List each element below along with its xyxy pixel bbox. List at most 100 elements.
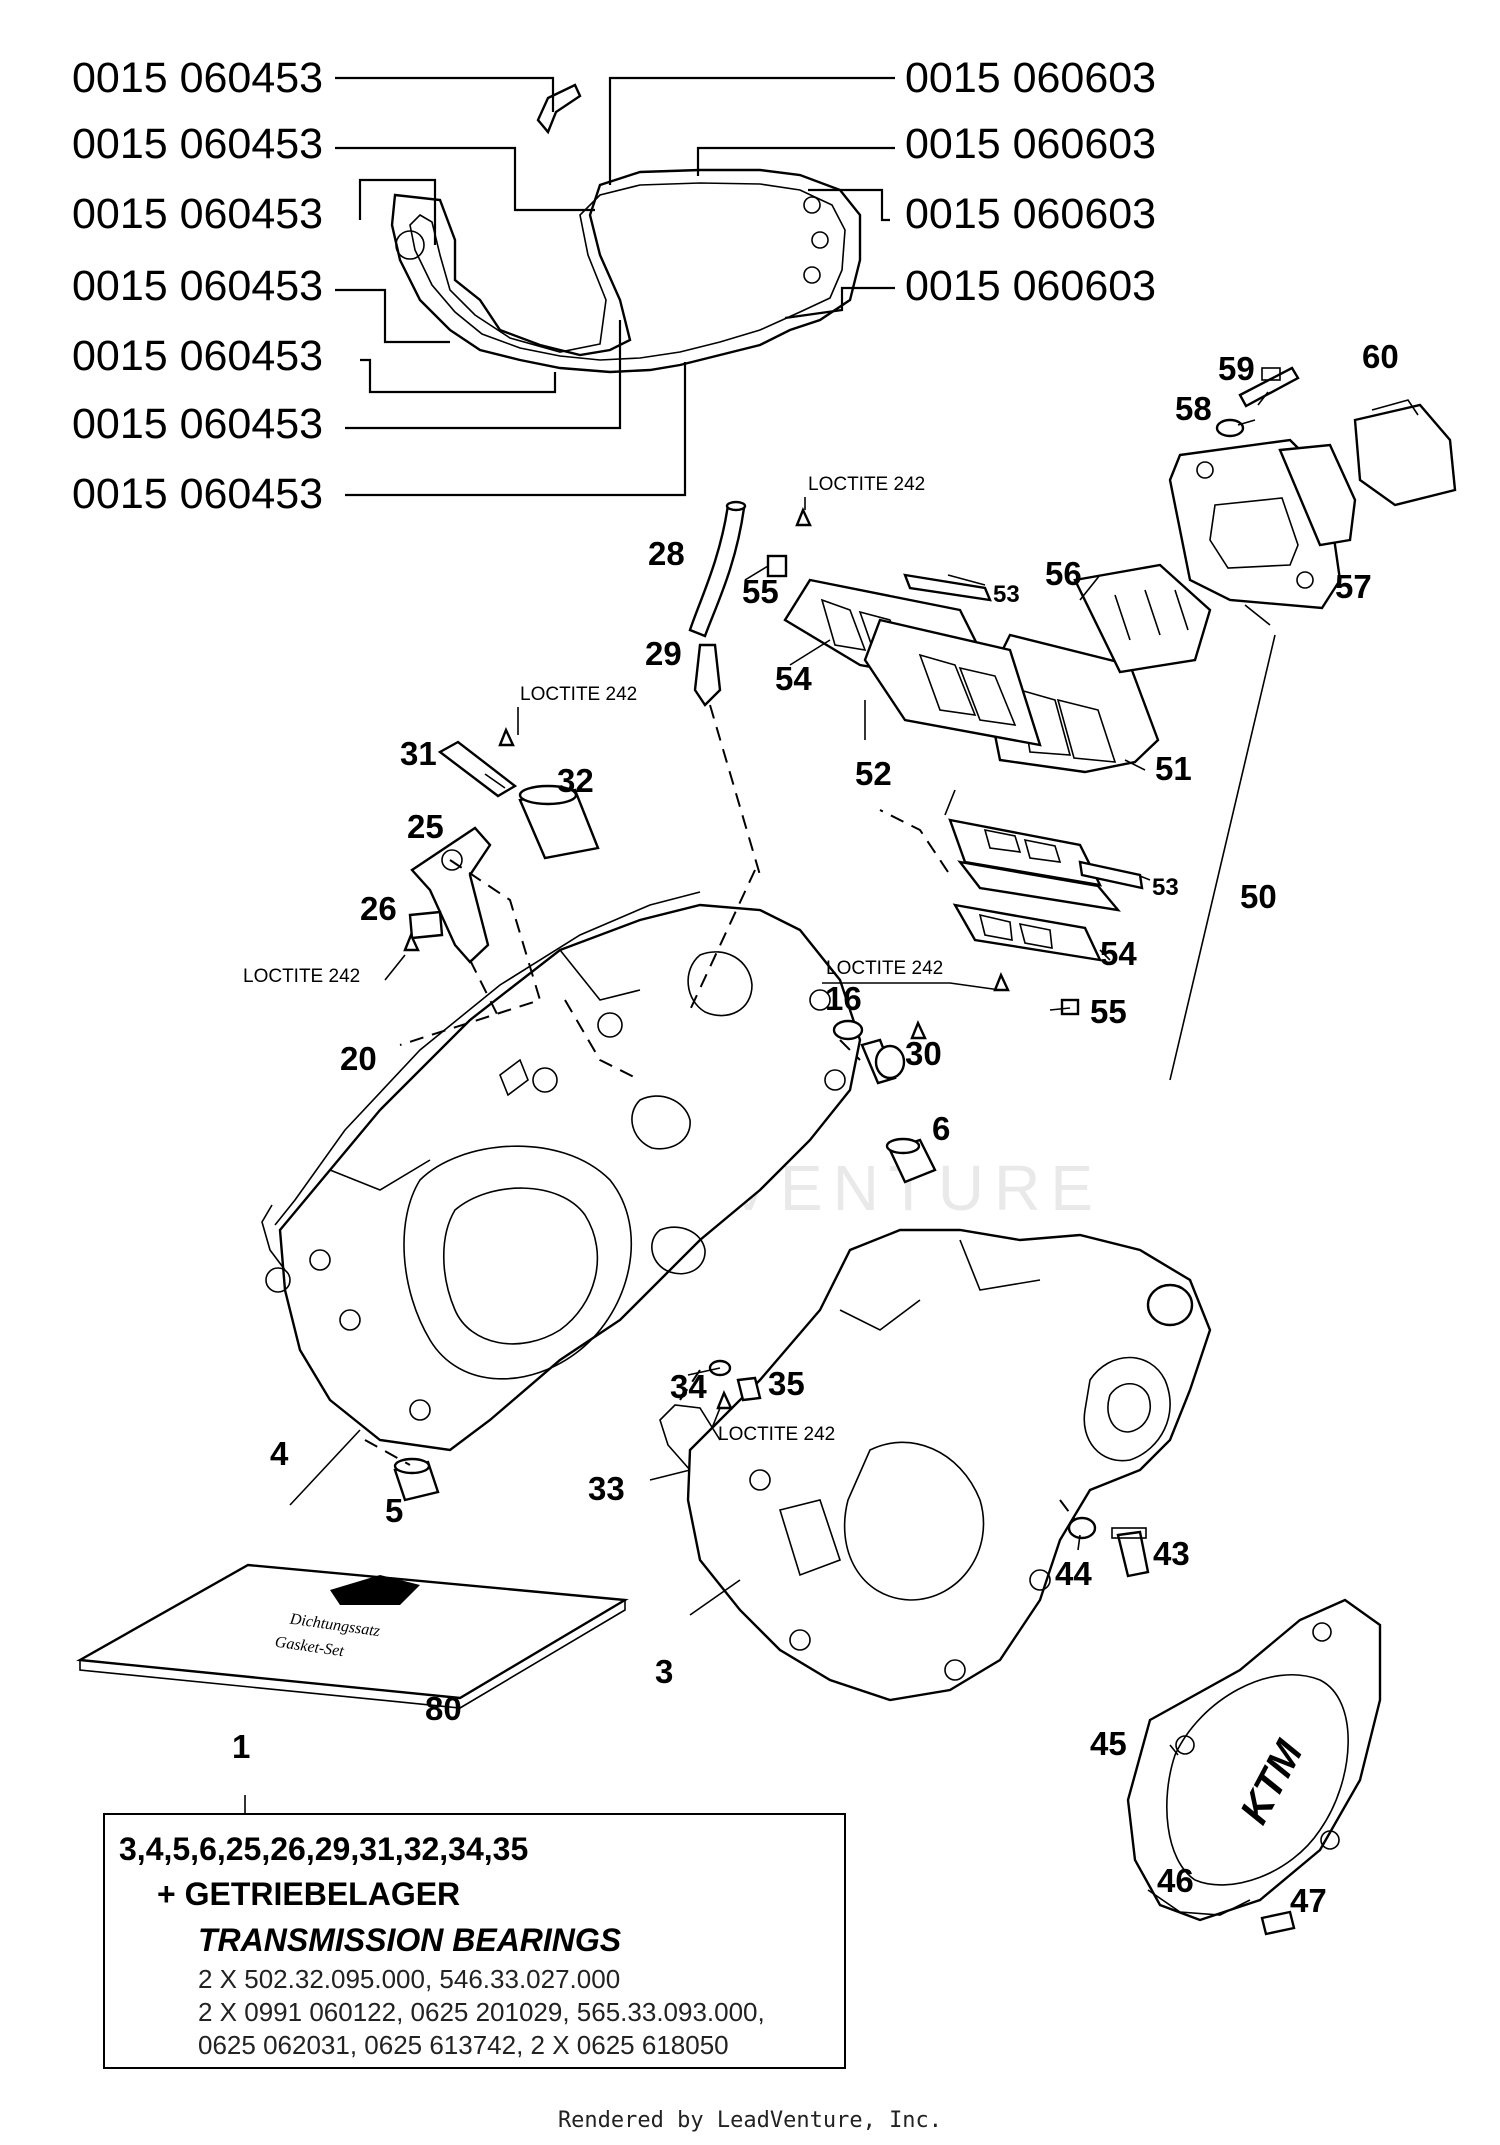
callout-16: 16	[825, 980, 862, 1017]
loctite-label-4: LOCTITE 242	[826, 958, 943, 979]
callout-58: 58	[1175, 390, 1212, 427]
loctite-label-1: LOCTITE 242	[808, 474, 925, 495]
callout-35: 35	[768, 1365, 805, 1402]
kit-part-numbers: 3,4,5,6,25,26,29,31,32,34,35	[119, 1831, 529, 1867]
gasket-46	[1147, 1889, 1251, 1916]
gasket-label-left-7: 0015 060453	[72, 470, 323, 518]
gasket-label-left-1: 0015 060453	[72, 54, 323, 102]
kit-line-3: 0625 062031, 0625 613742, 2 X 0625 61805…	[198, 2030, 729, 2060]
callout-53a: 53	[993, 581, 1020, 608]
reed-petal-54-lower	[952, 903, 1103, 962]
reed-plate-52	[863, 618, 1042, 747]
gasket-label-left-4: 0015 060453	[72, 262, 323, 310]
callout-26: 26	[360, 890, 397, 927]
screw-55-lower	[1060, 998, 1080, 1016]
callout-54b: 54	[1100, 935, 1137, 972]
callout-28: 28	[648, 535, 685, 572]
callout-55a: 55	[742, 573, 779, 610]
callout-59: 59	[1218, 350, 1255, 387]
callout-6: 6	[932, 1110, 950, 1147]
loctite-labels: LOCTITE 242 LOCTITE 242 LOCTITE 242 LOCT…	[243, 474, 943, 1445]
callout-31: 31	[400, 735, 437, 772]
callout-20: 20	[340, 1040, 377, 1077]
washer-16	[832, 1019, 864, 1041]
callout-57: 57	[1335, 568, 1372, 605]
hose-28	[688, 500, 747, 638]
nipple-29	[693, 643, 722, 707]
callout-33: 33	[588, 1470, 625, 1507]
bracket-25	[410, 826, 492, 964]
callout-29: 29	[645, 635, 682, 672]
kit-title-german: + GETRIEBELAGER	[157, 1876, 461, 1912]
callout-30: 30	[905, 1035, 942, 1072]
screw-30	[860, 1038, 906, 1085]
gasket-label-right-4: 0015 060603	[905, 262, 1156, 310]
crankcase-left-half-4	[278, 903, 862, 1452]
callout-80: 80	[425, 1690, 462, 1727]
callout-51: 51	[1155, 750, 1192, 787]
callout-4: 4	[270, 1435, 289, 1472]
callout-45: 45	[1090, 1725, 1127, 1762]
screw-35	[736, 1376, 762, 1402]
callout-53b: 53	[1152, 874, 1179, 901]
callout-60: 60	[1362, 338, 1399, 375]
callout-46: 46	[1157, 1862, 1194, 1899]
bushing-6	[885, 1137, 937, 1184]
loctite-leaders	[384, 497, 1001, 1429]
reed-stopper-53-upper	[903, 573, 992, 602]
loctite-label-5: LOCTITE 242	[718, 1424, 835, 1445]
crankcase-right-half-3	[686, 1228, 1212, 1702]
callout-54a: 54	[775, 660, 812, 697]
gasket-label-left-6: 0015 060453	[72, 400, 323, 448]
callout-56: 56	[1045, 555, 1082, 592]
callout-1: 1	[232, 1728, 250, 1765]
gasket-labels-right: 0015 060603 0015 060603 0015 060603 0015…	[905, 54, 1156, 310]
kit-contents-box: 3,4,5,6,25,26,29,31,32,34,35 + GETRIEBEL…	[103, 1813, 846, 2069]
reed-stopper-53-lower	[1078, 860, 1144, 890]
callout-34: 34	[670, 1368, 707, 1405]
gasket-labels-left: 0015 060453 0015 060453 0015 060453 0015…	[72, 54, 323, 518]
bushing-5	[393, 1457, 440, 1502]
loctite-label-3: LOCTITE 242	[243, 966, 360, 987]
render-credit: Rendered by LeadVenture, Inc.	[557, 2108, 943, 2133]
loctite-drops	[403, 506, 1010, 1410]
reed-cage-stop-56	[1073, 563, 1212, 674]
bushing-32	[518, 784, 600, 860]
gasket-label-left-2: 0015 060453	[72, 120, 323, 168]
gasket-label-right-1: 0015 060603	[905, 54, 1156, 102]
gasket-33	[659, 1404, 721, 1471]
gasket-label-left-5: 0015 060453	[72, 332, 323, 380]
callout-55b: 55	[1090, 993, 1127, 1030]
intake-flange-57	[1168, 438, 1357, 610]
clamp-60	[1353, 399, 1457, 507]
washer-44	[1067, 1516, 1097, 1540]
callout-numbers: 28 29 55 53 56 54 52 51 59 58 60 57 31 3…	[232, 338, 1399, 1919]
gasket-20	[261, 891, 701, 1293]
callout-44: 44	[1055, 1555, 1092, 1592]
callout-52: 52	[855, 755, 892, 792]
drain-plug-43	[1111, 1527, 1150, 1578]
callout-47: 47	[1290, 1882, 1327, 1919]
callout-5: 5	[385, 1492, 403, 1529]
callout-43: 43	[1153, 1535, 1190, 1572]
gasket-label-right-3: 0015 060603	[905, 190, 1156, 238]
reed-plate-lower	[948, 818, 1121, 912]
kit-line-1: 2 X 502.32.095.000, 546.33.027.000	[198, 1964, 621, 1994]
kit-line-2: 2 X 0991 060122, 0625 201029, 565.33.093…	[198, 1997, 765, 2027]
callout-25: 25	[407, 808, 444, 845]
assembly-lines	[364, 704, 1076, 1521]
ignition-cover-45: KTM	[1126, 1598, 1382, 1922]
callout-50: 50	[1240, 878, 1277, 915]
callout-32: 32	[557, 762, 594, 799]
screw-47	[1260, 1910, 1296, 1936]
screw-31	[437, 740, 518, 798]
gasket-label-right-2: 0015 060603	[905, 120, 1156, 168]
screw-26	[408, 910, 444, 940]
gasket-label-left-3: 0015 060453	[72, 190, 323, 238]
washer-58	[1215, 418, 1245, 438]
gasket-leader-lines	[335, 76, 895, 497]
loctite-label-2: LOCTITE 242	[520, 684, 637, 705]
screw-59	[1238, 366, 1300, 408]
crankcase-gasket	[390, 83, 862, 374]
